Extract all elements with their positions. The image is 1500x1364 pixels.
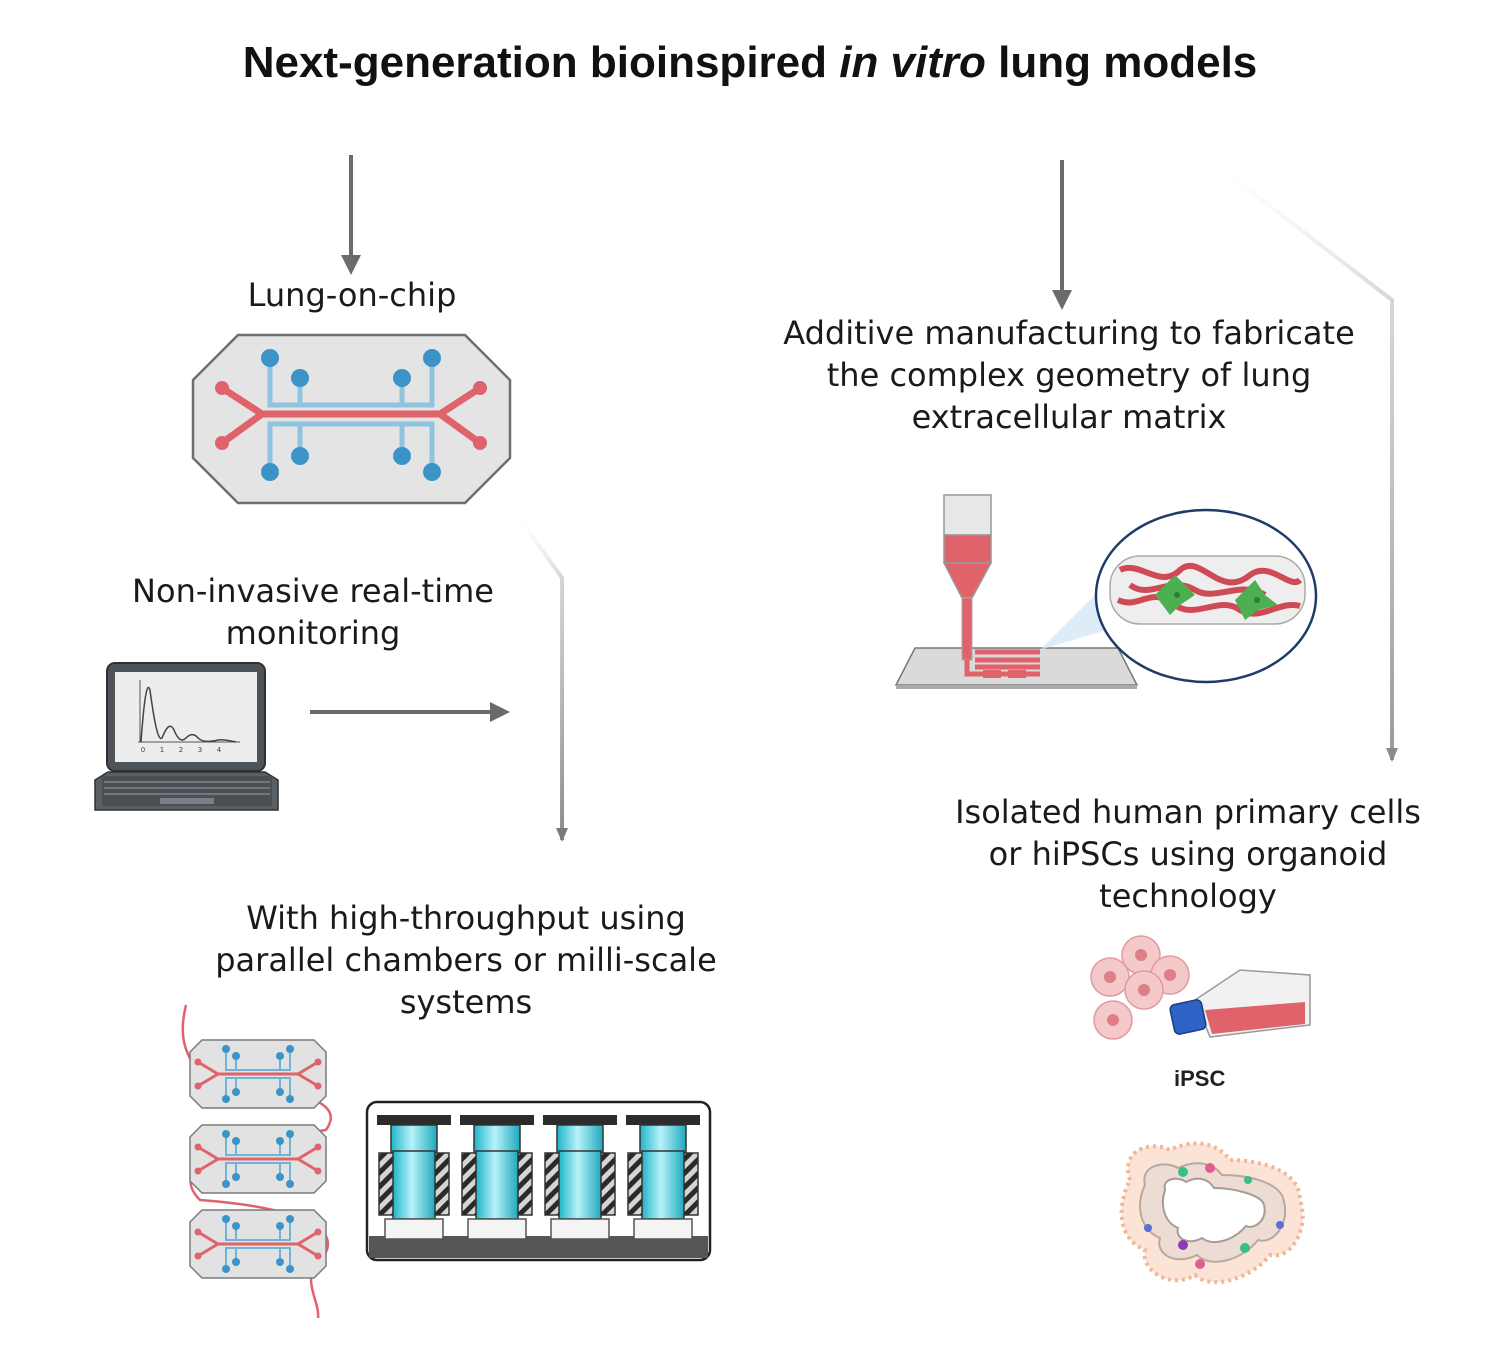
- culture-flask: [1169, 969, 1311, 1038]
- laptop-illustration: 0 1 2 3 4: [94, 662, 279, 811]
- label-line: With high-throughput using: [246, 899, 686, 937]
- primary-cells-cluster: [1090, 935, 1190, 1040]
- lung-on-chip-device: [191, 333, 512, 505]
- ipsc-label: iPSC: [1174, 1066, 1226, 1091]
- diagram-title: Next-generation bioinspired in vitro lun…: [0, 38, 1500, 88]
- bioprinter-illustration: [894, 494, 1318, 689]
- label-line: or hiPSCs using organoid: [988, 835, 1388, 873]
- label-line: Isolated human primary cells: [955, 793, 1421, 831]
- laptop-plot-tick: 0: [141, 746, 145, 754]
- parallel-chips-stack: [181, 1004, 332, 1319]
- title-prefix: Next-generation bioinspired: [242, 38, 840, 87]
- label-line: technology: [1099, 877, 1277, 915]
- label-line: extracellular matrix: [911, 398, 1227, 436]
- label-monitoring: Non-invasive real-time monitoring: [88, 570, 538, 654]
- arrowhead-high-throughput: [556, 828, 568, 842]
- label-high-throughput: With high-throughput using parallel cham…: [166, 897, 766, 1023]
- title-suffix: lung models: [985, 38, 1258, 87]
- laptop-plot-tick: 2: [179, 746, 183, 754]
- label-additive-manufacturing: Additive manufacturing to fabricate the …: [742, 312, 1396, 438]
- label-line: monitoring: [225, 614, 401, 652]
- laptop-plot-tick: 3: [198, 746, 202, 754]
- label-lung-on-chip: Lung-on-chip: [152, 274, 552, 316]
- title-italic: in vitro: [839, 38, 986, 87]
- label-line: Additive manufacturing to fabricate: [783, 314, 1355, 352]
- label-primary-cells: Isolated human primary cells or hiPSCs u…: [918, 791, 1458, 917]
- laptop-plot-tick: 4: [217, 746, 222, 754]
- label-line: the complex geometry of lung: [826, 356, 1312, 394]
- connector-arrows: [310, 155, 1398, 842]
- label-line: Non-invasive real-time: [132, 572, 494, 610]
- label-line: systems: [399, 983, 533, 1021]
- milli-scale-chambers: [365, 1100, 712, 1262]
- arrow-chip-to-high-throughput: [513, 510, 564, 840]
- label-line: parallel chambers or milli-scale: [215, 941, 717, 979]
- arrow-title-to-primary-cells: [1208, 158, 1394, 760]
- arrowhead-primary-cells: [1386, 748, 1398, 762]
- laptop-plot-tick: 1: [160, 746, 164, 754]
- organoid-illustration: [1119, 1141, 1305, 1285]
- label-line: Lung-on-chip: [247, 276, 457, 314]
